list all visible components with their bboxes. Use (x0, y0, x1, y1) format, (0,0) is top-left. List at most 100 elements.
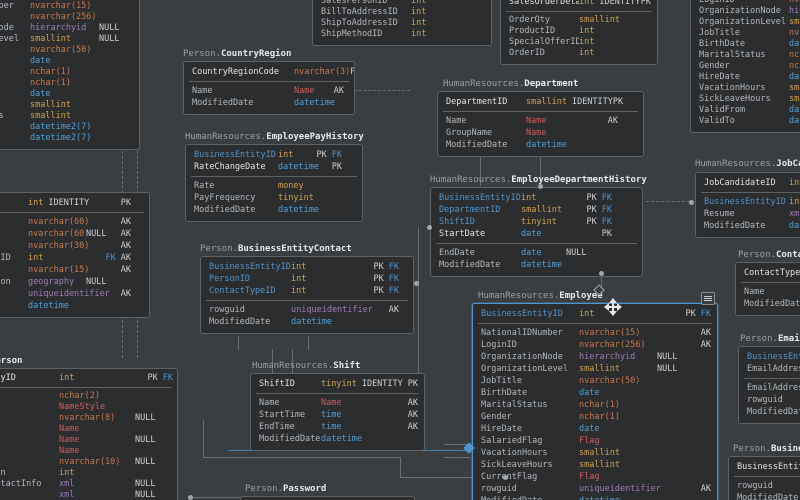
table-hr-job-candidate[interactable]: JobCandidateIDintBusinessEntityIDintResu… (695, 172, 800, 238)
column-name: City (0, 240, 28, 252)
table-title-person-country-region[interactable]: Person.CountryRegion (183, 49, 291, 60)
key-tag-pk: PK (612, 97, 624, 107)
table-person-password[interactable] (240, 496, 415, 500)
column-type: int (28, 198, 44, 208)
column-name: ModifiedDate (747, 407, 800, 417)
table-title-hr-job-candidate[interactable]: HumanResources.JobCandidate (695, 159, 800, 170)
table-person-country-region[interactable]: CountryRegionCodenvarchar(3)PKNameNameAK… (183, 61, 355, 115)
column-type: datetime (294, 98, 335, 108)
column-name: StartTime (259, 410, 306, 420)
table-name: ContactType (775, 250, 800, 260)
column-type: smallint (30, 100, 71, 110)
column-name: ModifiedDate (194, 205, 256, 215)
table-employee-temporal-right[interactable]: NationalIDNumbernvarchar(15)LoginIDnvarc… (690, 0, 800, 133)
table-title-person-contact-type[interactable]: Person.ContactType (738, 250, 800, 261)
column-type: nchar(1) (789, 61, 800, 71)
relationship-line (272, 349, 273, 373)
table-name: CountryRegion (220, 49, 292, 59)
relationship-line (540, 151, 541, 184)
table-title-hr-shift[interactable]: HumanResources.Shift (252, 361, 360, 372)
column-type: Name (321, 398, 342, 408)
column-type: xml (789, 209, 800, 219)
column-type: nvarchar(15) (579, 328, 641, 338)
schema-name: Person. (245, 484, 283, 494)
table-menu-icon[interactable] (701, 292, 715, 305)
table-person-business-entity[interactable]: BusinessEntityIDrowguidModifiedDate (728, 456, 800, 500)
column-type: nvarchar(60) (28, 217, 90, 227)
table-person-address-partial[interactable]: AddressIDintIDENTITYPKAddressLine1nvarch… (0, 192, 150, 318)
table-title-person-person[interactable]: Person.Person (0, 356, 22, 367)
column-type: datetime2(7) (789, 116, 800, 126)
key-tag-fk: FK (331, 150, 342, 160)
column-type: Flag (579, 436, 600, 446)
column-type: datetime (789, 221, 800, 231)
table-title-hr-department[interactable]: HumanResources.Department (443, 79, 578, 90)
column-type: date (579, 424, 600, 434)
table-person-email-address[interactable]: BusinessEntityIDEmailAddressIDEmailAddre… (738, 346, 800, 424)
relationship-endpoint (538, 184, 543, 189)
table-person-contact-type[interactable]: ContactTypeIDNameModifiedDate (735, 262, 800, 316)
column-name: PersonType (0, 391, 59, 402)
column-type: datetime (521, 260, 562, 270)
column-name: SalesOrderDetailID (509, 0, 579, 7)
schema-name: Person. (200, 244, 238, 254)
table-sales-order-detail-partial[interactable]: SalesOrderDetailIDintIDENTITYPKOrderQtys… (500, 0, 658, 65)
column-type: int (411, 18, 427, 28)
column-name: BusinessEntityID (747, 352, 800, 362)
column-type: int (59, 373, 75, 383)
schema-name: Person. (740, 334, 778, 344)
column-name: AddressLine2 (0, 228, 28, 240)
table-employee-temporal-left[interactable]: BusinessEntityIDintPKFKNationalIDNumbern… (0, 0, 140, 150)
table-title-hr-employee-department-history[interactable]: HumanResources.EmployeeDepartmentHistory (430, 175, 647, 186)
table-title-hr-employee-pay-history[interactable]: HumanResources.EmployeePayHistory (185, 132, 364, 143)
column-name: AdditionalContactInfo (0, 479, 42, 489)
column-name: BirthDate (699, 39, 746, 49)
column-name: ModifiedDate (704, 221, 766, 231)
column-type: xml (59, 479, 75, 489)
relationship-line (192, 497, 242, 498)
key-tags: PK (350, 66, 354, 78)
relationship-line (238, 336, 239, 350)
table-title-person-business-entity-contact[interactable]: Person.BusinessEntityContact (200, 244, 352, 255)
column-name: SickLeaveHours (0, 111, 4, 121)
column-type: datetime2(7) (30, 122, 92, 132)
column-row: AdditionalContactInfoxmlNULL (0, 479, 177, 490)
column-row: Resumexml (696, 208, 800, 220)
table-title-person-business-entity[interactable]: Person.BusinessEntity (733, 444, 800, 455)
relationship-line (292, 349, 293, 373)
column-type: nvarchar(8) (59, 413, 116, 423)
table-title-person-password[interactable]: Person.Password (245, 484, 326, 495)
table-title-hr-employee[interactable]: HumanResources.Employee (478, 291, 603, 302)
column-type: Name (294, 86, 315, 96)
table-person-person[interactable]: BusinessEntityIDintPKFKPersonTypenchar(2… (0, 368, 178, 500)
key-tags: AK (121, 240, 149, 252)
table-title-person-email-address[interactable]: Person.EmailAddress (740, 334, 800, 345)
key-tag-pk: PK (586, 205, 597, 215)
move-cursor-icon[interactable] (602, 296, 624, 318)
column-name: LoginID (699, 0, 735, 5)
column-type: smallint (579, 364, 620, 374)
column-name: Demographics (0, 490, 59, 500)
column-type: nvarchar(50) (579, 376, 641, 386)
